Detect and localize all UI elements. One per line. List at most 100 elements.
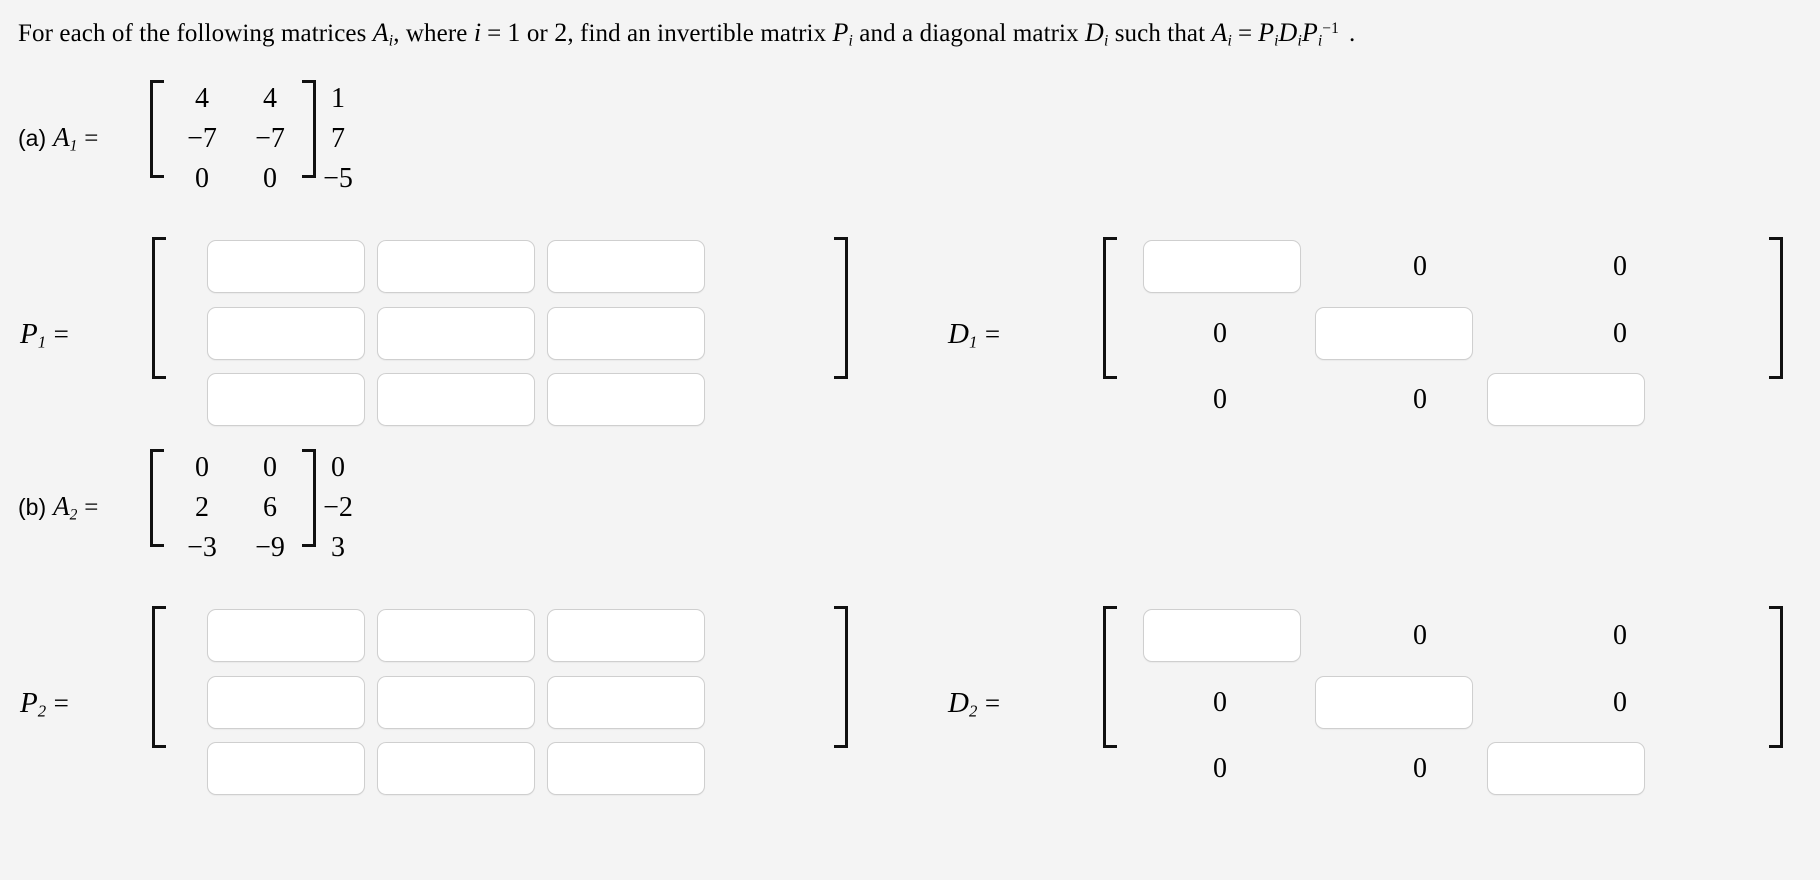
d1-input-diagonal-1[interactable]	[1143, 240, 1301, 293]
part-b-label-A2: (b) A2 =	[18, 491, 98, 524]
bracket-serif-top	[152, 606, 166, 609]
matrix-a1-grid: 4 4 1 −7 −7 7 0 0 −5	[168, 79, 372, 199]
d1-right-bracket	[1767, 237, 1783, 379]
bracket-serif-bottom	[302, 175, 316, 178]
bracket-serif-top	[1769, 606, 1783, 609]
bracket-serif-bottom	[152, 376, 166, 379]
p1-name: P	[20, 318, 38, 350]
matrix-a1-cell-r2c3: 7	[331, 123, 345, 154]
matrix-a1-cell-r1c3: 1	[331, 83, 345, 114]
bracket-serif-bottom	[302, 544, 316, 547]
matrix-a1-right-bracket	[300, 80, 316, 178]
d1-zero-r1c2: 0	[1413, 251, 1427, 282]
d2-label: D2 =	[948, 687, 1000, 722]
matrix-a1-cell-r3c2: 0	[263, 163, 277, 194]
p1-input-r2c3[interactable]	[547, 307, 705, 360]
matrix-a2-cell-r1c2: 0	[263, 452, 277, 483]
bracket-stem	[1780, 237, 1783, 379]
p2-input-r1c1[interactable]	[207, 609, 365, 662]
d1-label: D1 =	[948, 318, 1000, 353]
bracket-stem	[1103, 606, 1106, 748]
matrix-a2-left-bracket	[150, 449, 166, 547]
bracket-serif-bottom	[1769, 745, 1783, 748]
part-a-label-A1: (a) A1 =	[18, 122, 98, 155]
prompt-text-5: and a diagonal matrix	[852, 20, 1086, 48]
d1-zero-r2c1: 0	[1213, 318, 1227, 349]
p1-input-r3c3[interactable]	[547, 373, 705, 426]
p2-input-r3c3[interactable]	[547, 742, 705, 795]
prompt-text-4: , find an invertible matrix	[567, 20, 833, 48]
prompt-sub-i-7: i	[1317, 32, 1323, 50]
d1-zero-r2c3: 0	[1613, 318, 1627, 349]
bracket-stem	[150, 449, 153, 547]
p2-label: P2 =	[20, 687, 69, 722]
prompt-var-P-3: P	[1301, 18, 1318, 48]
p2-input-r2c2[interactable]	[377, 676, 535, 729]
bracket-stem	[150, 80, 153, 178]
p2-input-r2c1[interactable]	[207, 676, 365, 729]
bracket-serif-top	[1103, 606, 1117, 609]
bracket-stem	[152, 237, 155, 379]
matrix-a1-left-bracket	[150, 80, 166, 178]
prompt-var-P: P	[832, 18, 849, 48]
prompt-sub-i-3: i	[1103, 32, 1109, 50]
prompt-number-2: 2	[554, 18, 568, 48]
matrix-a2-cell-r2c1: 2	[195, 492, 209, 523]
prompt-sub-i-6: i	[1297, 32, 1302, 50]
d2-equals: =	[984, 688, 1001, 718]
prompt-var-P-2: P	[1258, 18, 1275, 48]
d1-left-bracket	[1103, 237, 1119, 379]
p1-input-r1c2[interactable]	[377, 240, 535, 293]
p2-input-r1c2[interactable]	[377, 609, 535, 662]
p1-subscript: 1	[37, 332, 47, 352]
part-b-marker: (b)	[18, 494, 47, 520]
p1-input-r1c1[interactable]	[207, 240, 365, 293]
d1-subscript: 1	[968, 332, 978, 352]
bracket-serif-top	[834, 606, 848, 609]
p2-input-r1c3[interactable]	[547, 609, 705, 662]
d2-name: D	[948, 687, 969, 719]
prompt-equals-2: =	[1237, 20, 1253, 48]
prompt-period: .	[1348, 20, 1356, 48]
d2-zero-r2c1: 0	[1213, 687, 1227, 718]
bracket-serif-bottom	[834, 376, 848, 379]
d2-zero-r2c3: 0	[1613, 687, 1627, 718]
p2-input-r2c3[interactable]	[547, 676, 705, 729]
p2-input-r3c1[interactable]	[207, 742, 365, 795]
bracket-serif-bottom	[834, 745, 848, 748]
bracket-stem	[1780, 606, 1783, 748]
p1-input-r2c2[interactable]	[377, 307, 535, 360]
prompt-var-D-2: D	[1278, 18, 1298, 48]
bracket-serif-bottom	[1103, 745, 1117, 748]
d1-zero-r3c2: 0	[1413, 384, 1427, 415]
matrix-a1-cell-r2c2: −7	[255, 123, 285, 154]
bracket-serif-top	[302, 449, 316, 452]
prompt-text-6: such that	[1108, 20, 1212, 48]
problem-statement: For each of the following matrices Ai, w…	[18, 12, 1355, 58]
d2-input-diagonal-3[interactable]	[1487, 742, 1645, 795]
p1-equals: =	[53, 319, 69, 349]
p1-input-r1c3[interactable]	[547, 240, 705, 293]
d2-input-diagonal-1[interactable]	[1143, 609, 1301, 662]
d2-input-diagonal-2[interactable]	[1315, 676, 1473, 729]
p1-input-r2c1[interactable]	[207, 307, 365, 360]
matrix-a2-cell-r1c1: 0	[195, 452, 209, 483]
d1-input-diagonal-2[interactable]	[1315, 307, 1473, 360]
prompt-sub-i-4: i	[1227, 32, 1232, 50]
prompt-sub-i-5: i	[1274, 32, 1279, 50]
prompt-equals-1: =	[487, 20, 502, 48]
matrix-a2-cell-r1c3: 0	[331, 452, 345, 483]
p2-input-r3c2[interactable]	[377, 742, 535, 795]
d1-input-diagonal-3[interactable]	[1487, 373, 1645, 426]
matrix-a1-cell-r3c3: −5	[323, 163, 353, 194]
d2-zero-r1c2: 0	[1413, 620, 1427, 651]
bracket-stem	[1103, 237, 1106, 379]
p1-left-bracket	[152, 237, 168, 379]
bracket-stem	[845, 237, 848, 379]
bracket-serif-bottom	[150, 544, 164, 547]
p1-input-r3c2[interactable]	[377, 373, 535, 426]
d2-right-bracket	[1767, 606, 1783, 748]
p1-input-r3c1[interactable]	[207, 373, 365, 426]
matrix-a1-cell-r3c1: 0	[195, 163, 209, 194]
d2-zero-r1c3: 0	[1613, 620, 1627, 651]
